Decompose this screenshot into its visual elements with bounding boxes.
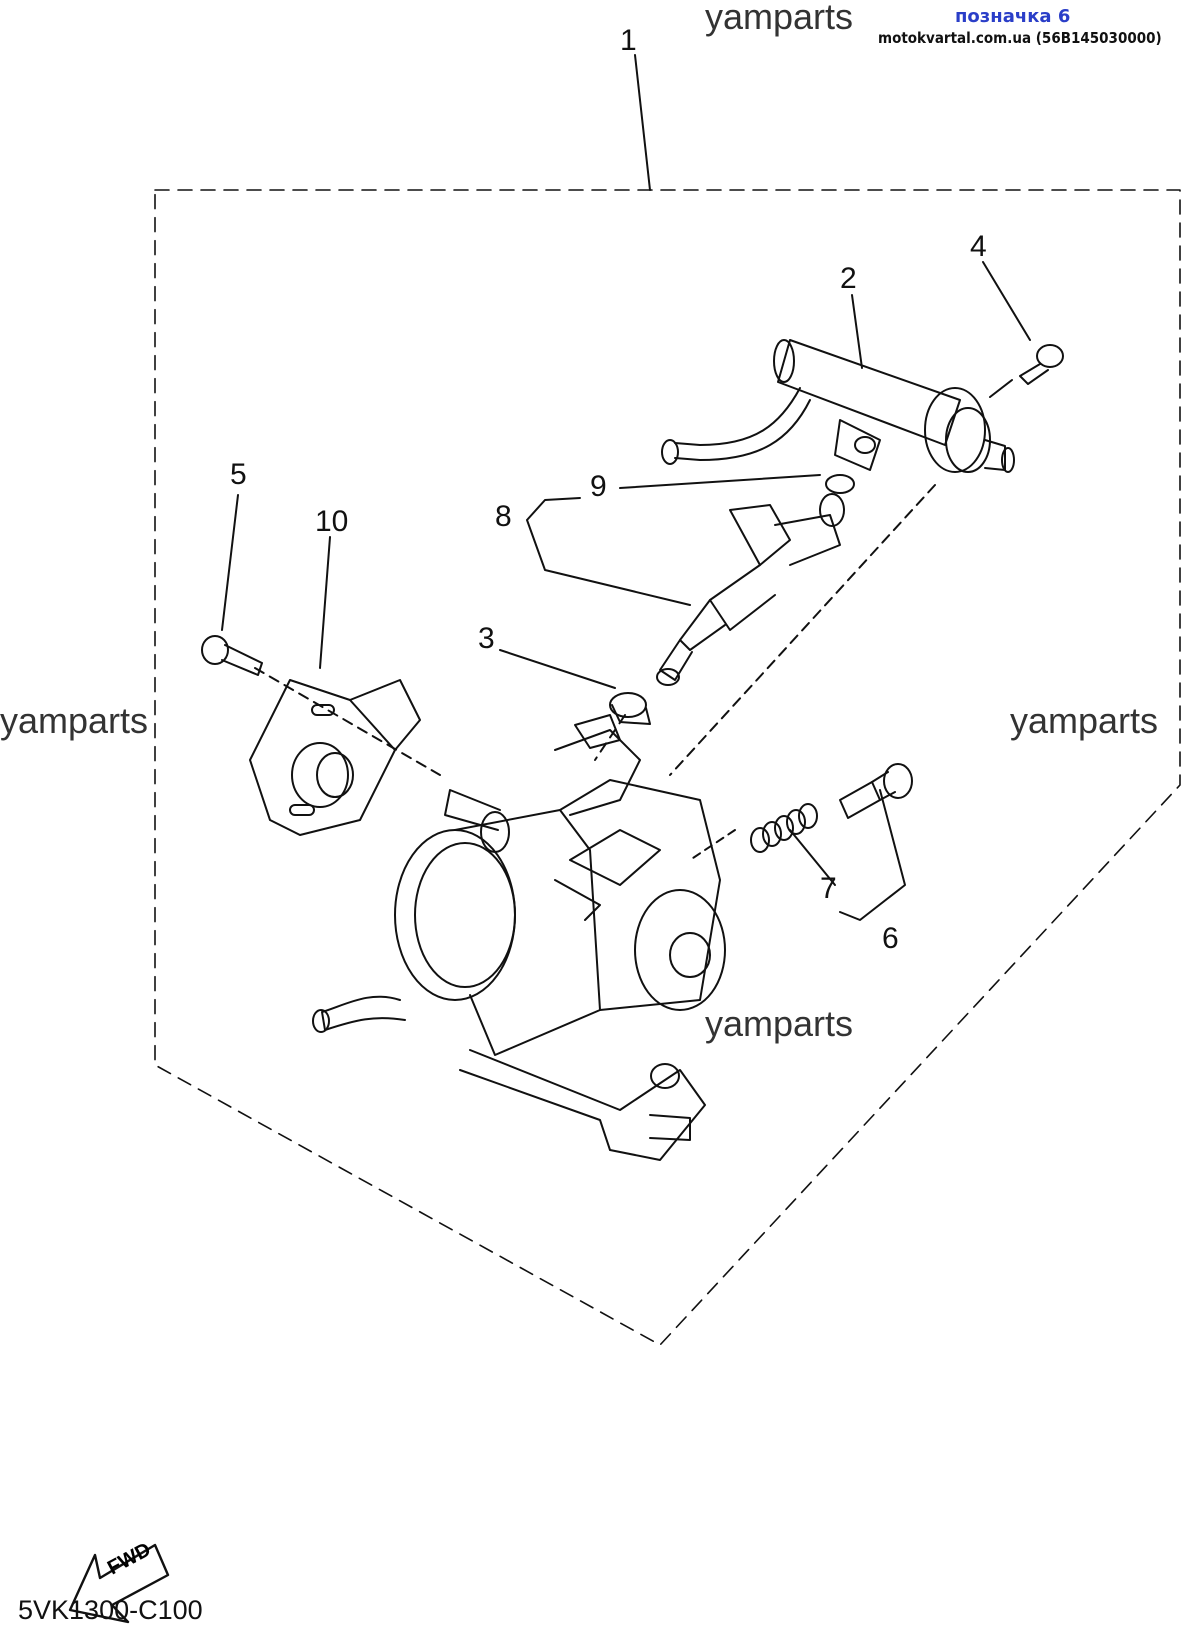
marker-label: позначка 6 xyxy=(955,6,1071,27)
leader-5 xyxy=(221,494,239,631)
source-label: motokvartal.com.ua (56B145030000) xyxy=(878,29,1162,47)
spring-part-7 xyxy=(750,803,818,853)
watermark-left: yamparts xyxy=(0,700,149,741)
leader-rail-mount xyxy=(669,484,936,776)
leader-4 xyxy=(982,261,1031,341)
callout-3: 3 xyxy=(478,622,495,655)
adjust-screw-part-6 xyxy=(839,763,913,819)
watermark-right: yamparts xyxy=(1010,700,1159,741)
throttle-body xyxy=(312,714,726,1161)
leader-7 xyxy=(789,829,836,886)
callout-1: 1 xyxy=(620,24,637,57)
leader-10 xyxy=(319,536,331,669)
diagram-code: 5VK1300-C100 xyxy=(18,1595,203,1625)
leader-6 xyxy=(839,789,906,921)
injector-part-8 xyxy=(656,493,845,686)
leader-9 xyxy=(619,474,821,489)
screw-part-5 xyxy=(201,635,263,676)
callout-6: 6 xyxy=(882,922,899,955)
leader-1 xyxy=(634,54,651,191)
leader-spring xyxy=(689,829,736,861)
assembly-boundary-dashed xyxy=(154,189,1181,1346)
callout-4: 4 xyxy=(970,230,987,263)
leader-8 xyxy=(526,497,691,606)
callout-2: 2 xyxy=(840,262,857,295)
seal-part-3 xyxy=(609,692,651,725)
callout-7: 7 xyxy=(820,872,837,905)
bolt-part-4 xyxy=(1019,344,1064,385)
leader-3 xyxy=(499,649,616,689)
callout-9: 9 xyxy=(590,470,607,503)
o-ring-part-9 xyxy=(825,474,855,494)
callout-8: 8 xyxy=(495,500,512,533)
throttle-sensor-part-10 xyxy=(249,679,421,836)
watermark-top: yamparts xyxy=(705,0,854,37)
fwd-arrow-icon xyxy=(68,1543,170,1624)
leader-sensor xyxy=(254,667,441,776)
fuel-rail-part-2 xyxy=(661,339,1015,473)
callout-10: 10 xyxy=(315,505,349,538)
callout-5: 5 xyxy=(230,458,247,491)
watermark-center: yamparts xyxy=(705,1003,854,1044)
leader-4b xyxy=(989,379,1013,398)
leader-2 xyxy=(851,294,863,369)
